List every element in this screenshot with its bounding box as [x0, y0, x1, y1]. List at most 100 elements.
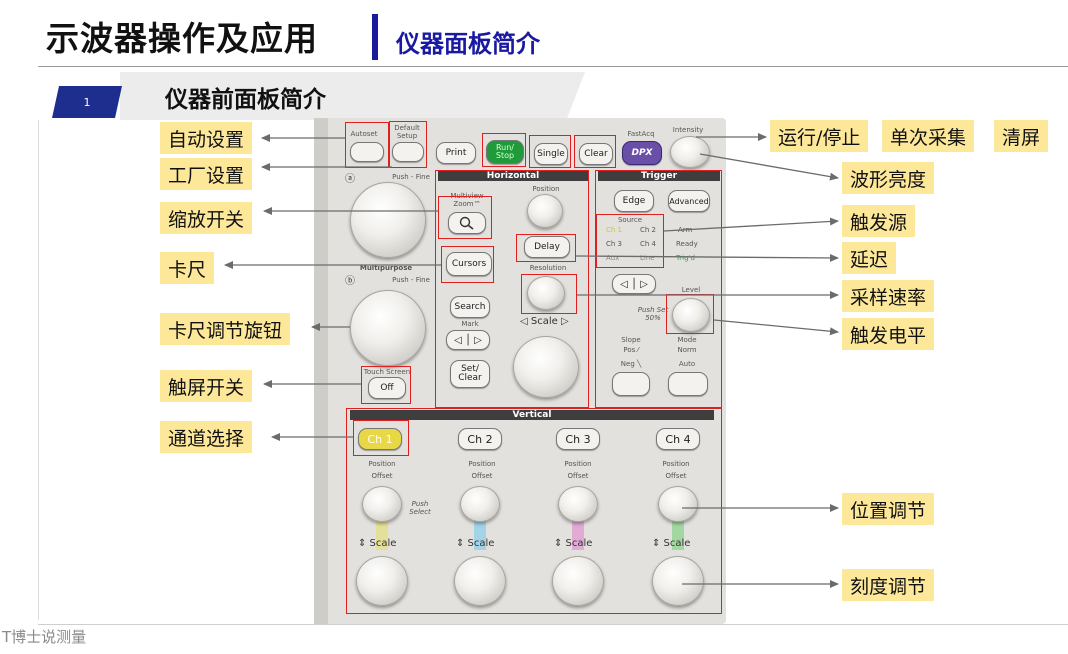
ch1-offset-caption: Offset	[371, 472, 393, 480]
mode-norm-caption: Norm	[677, 346, 697, 354]
cursors-button[interactable]: Cursors	[446, 252, 492, 276]
label-auto-setup: 自动设置	[160, 122, 253, 154]
highlight-run-stop	[482, 133, 526, 167]
ch3-position-knob[interactable]	[558, 486, 598, 522]
highlight-ch1	[353, 420, 409, 456]
label-intensity: 波形亮度	[842, 162, 935, 194]
mode-caption: Mode	[677, 336, 697, 344]
ch4-scale-caption: ⇕ Scale	[652, 538, 691, 549]
ch4-scale-knob[interactable]	[652, 556, 704, 606]
section-number: 1	[52, 86, 122, 118]
resolution-knob[interactable]	[527, 276, 565, 310]
highlight-trigger-source	[596, 214, 664, 268]
ch3-position-caption: Position	[564, 460, 592, 468]
label-position-adj: 位置调节	[842, 493, 935, 525]
multipurpose-knob-a[interactable]	[350, 182, 426, 258]
ch1-scale-knob[interactable]	[356, 556, 408, 606]
zoom-button[interactable]	[448, 212, 486, 234]
label-cursor: 卡尺	[160, 252, 215, 284]
ch2-scale-caption: ⇕ Scale	[456, 538, 495, 549]
ch4-button[interactable]: Ch 4	[656, 428, 700, 450]
bottom-rule	[38, 624, 1068, 625]
slope-neg-caption: Neg ╲	[620, 360, 642, 368]
set-clear-button[interactable]: Set/ Clear	[450, 360, 490, 388]
ch4-position-caption: Position	[662, 460, 690, 468]
label-delay: 延迟	[842, 242, 897, 274]
source-ch3-led: Ch 3	[606, 240, 623, 248]
touch-screen-off-button[interactable]: Off	[368, 377, 406, 399]
label-trigger-source: 触发源	[842, 205, 916, 237]
multipurpose-knob-b[interactable]	[350, 290, 426, 366]
ch3-scale-knob[interactable]	[552, 556, 604, 606]
highlight-vertical-section	[346, 408, 722, 614]
ch3-offset-caption: Offset	[567, 472, 589, 480]
ch3-scale-caption: ⇕ Scale	[554, 538, 593, 549]
push-select-caption: Push Select	[409, 500, 431, 516]
search-button[interactable]: Search	[450, 296, 490, 318]
ch2-button[interactable]: Ch 2	[458, 428, 502, 450]
run-stop-button[interactable]: Run/ Stop	[486, 140, 524, 164]
section-title: 仪器前面板简介	[165, 87, 326, 113]
intensity-knob[interactable]	[670, 136, 710, 168]
slide-subtitle: 仪器面板简介	[396, 30, 540, 58]
ch4-position-knob[interactable]	[658, 486, 698, 522]
watermark: T博士说测量	[2, 628, 87, 646]
source-ch1-led: Ch 1	[606, 226, 623, 234]
highlight-delay	[516, 234, 576, 262]
trigger-header: Trigger	[598, 170, 720, 181]
h-position-caption: Position	[532, 185, 560, 193]
section-band	[120, 72, 585, 120]
trigger-slope-select-button[interactable]: ◁ │ ▷	[612, 274, 656, 294]
highlight-clear	[574, 135, 616, 168]
default-setup-caption: Default Setup	[394, 124, 420, 140]
horizontal-position-knob[interactable]	[527, 194, 563, 228]
print-button[interactable]: Print	[436, 142, 476, 164]
edge-button[interactable]: Edge	[614, 190, 654, 212]
title-divider	[372, 14, 378, 60]
slope-button[interactable]	[612, 372, 650, 396]
touch-screen-caption: Touch Screen	[363, 368, 411, 376]
label-channel-select: 通道选择	[160, 421, 253, 453]
source-ch2-led: Ch 2	[640, 226, 657, 234]
label-touch-switch: 触屏开关	[160, 370, 253, 402]
clear-button[interactable]: Clear	[579, 143, 613, 165]
label-trigger-level: 触发电平	[842, 318, 935, 350]
autoset-button[interactable]	[350, 142, 384, 162]
label-cursor-knob: 卡尺调节旋钮	[160, 313, 291, 345]
ready-led: Ready	[676, 240, 698, 248]
panel-bezel	[314, 118, 328, 624]
single-button[interactable]: Single	[534, 143, 568, 165]
mode-button[interactable]	[668, 372, 708, 396]
push-fine-caption-a: Push - Fine	[392, 173, 430, 181]
default-setup-button[interactable]	[392, 142, 424, 162]
advanced-button[interactable]: Advanced	[668, 190, 710, 212]
ch2-scale-knob[interactable]	[454, 556, 506, 606]
ch2-position-knob[interactable]	[460, 486, 500, 522]
ch1-button[interactable]: Ch 1	[358, 428, 402, 450]
horizontal-scale-knob[interactable]	[513, 336, 579, 398]
zoom-magnifier-icon	[459, 216, 474, 230]
source-line-led: Line	[640, 254, 655, 262]
ch1-position-knob[interactable]	[362, 486, 402, 522]
intensity-caption: Intensity	[672, 126, 704, 134]
source-caption: Source	[617, 216, 643, 224]
highlight-trigger-section	[595, 170, 722, 408]
ch3-button[interactable]: Ch 3	[556, 428, 600, 450]
mode-auto-caption: Auto	[678, 360, 696, 368]
resolution-caption: Resolution	[529, 264, 567, 272]
h-scale-caption: ◁ Scale ▷	[520, 316, 569, 327]
multipurpose-caption: Multipurpose	[359, 264, 413, 272]
label-factory-setup: 工厂设置	[160, 158, 253, 190]
dpx-button[interactable]: DPX	[622, 141, 662, 165]
trigger-level-knob[interactable]	[672, 298, 710, 332]
ch4-offset-caption: Offset	[665, 472, 687, 480]
mark-prev-next-button[interactable]: ◁ │ ▷	[446, 330, 490, 350]
highlight-horizontal-section	[435, 170, 589, 408]
highlight-default-setup	[389, 121, 427, 168]
slide-title: 示波器操作及应用	[46, 19, 318, 58]
delay-button[interactable]: Delay	[524, 236, 570, 258]
highlight-touch-screen	[361, 366, 411, 404]
knob-a-marker: ⓐ	[345, 174, 355, 185]
highlight-zoom	[438, 196, 492, 239]
